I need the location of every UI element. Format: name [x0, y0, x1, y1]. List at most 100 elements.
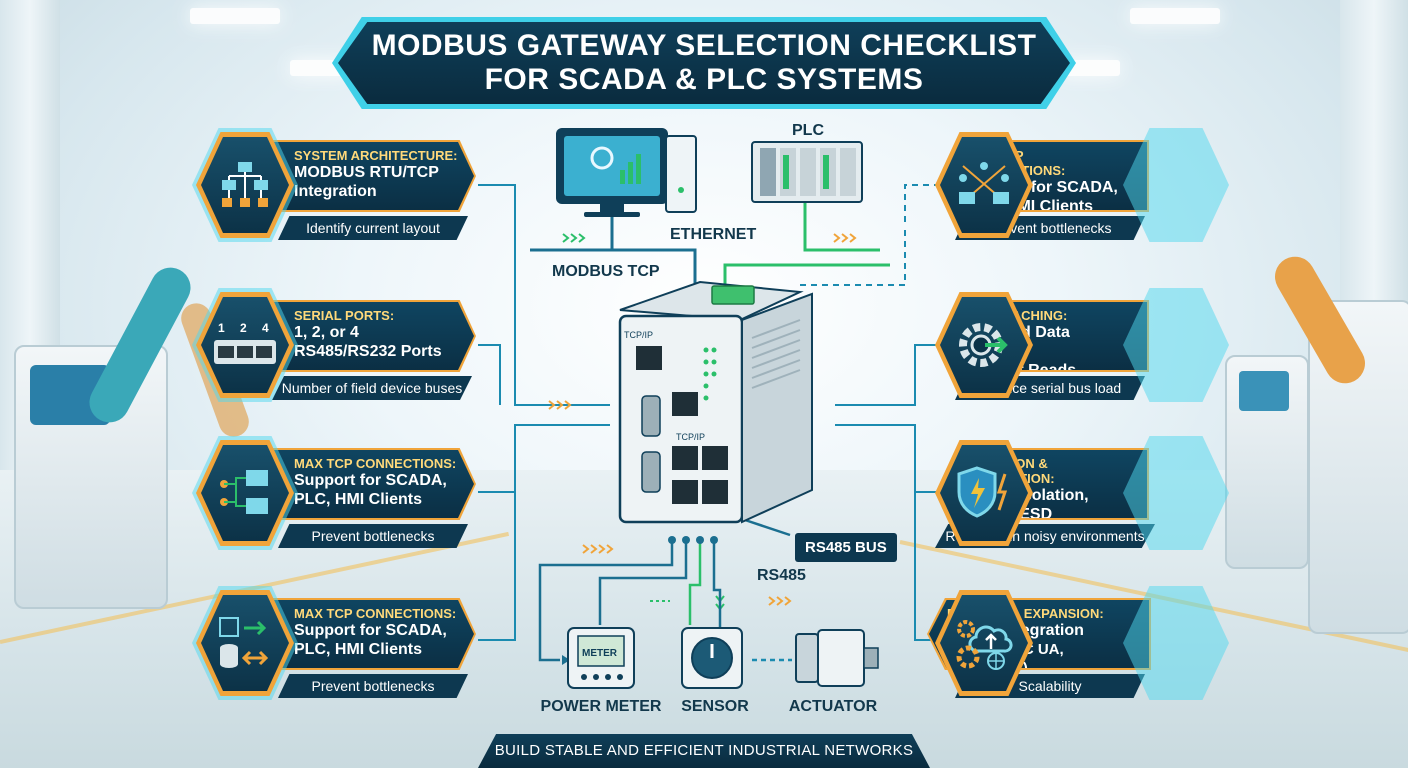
hex-inner [201, 137, 289, 233]
card-max-tcp-connections-left-2: MAX TCP CONNECTIONS: Support for SCADA, … [192, 586, 486, 702]
data-flow-icon [219, 617, 269, 668]
ethernet-line [723, 263, 890, 290]
bus-dot [710, 536, 718, 544]
meter-screen-text: METER [582, 648, 618, 659]
ethernet-line [612, 248, 697, 295]
plc-module [760, 148, 776, 196]
meter-screen [577, 635, 625, 667]
card-body-line-2: PLC, HMI Clients [294, 641, 423, 658]
arrow-head-icon [562, 655, 570, 665]
card-body-line-1: Support for SCADA, [294, 622, 447, 639]
actuator-body [817, 629, 865, 687]
machine-screen [1239, 371, 1289, 411]
bus-line [598, 540, 688, 625]
gateway-vents [751, 319, 801, 389]
icon-hexagon [196, 590, 294, 696]
bus-line [688, 540, 702, 625]
network-clients-icon [220, 470, 268, 514]
card-body-line-1: Support for SCADA, [294, 472, 447, 489]
rs485-bus-lines [538, 518, 792, 662]
actuator-icon [795, 629, 879, 687]
actuator-shaft [863, 647, 879, 669]
ethernet-port [672, 480, 698, 504]
bus-dot [682, 536, 690, 544]
connector-line [478, 184, 610, 406]
card-panel: MAX TCP CONNECTIONS: Support for SCADA, … [274, 450, 474, 518]
card-panel: SYSTEM ARCHITECTURE: MODBUS RTU/TCP Inte… [274, 142, 474, 210]
port-label: TCP/IP [676, 432, 705, 442]
title-banner: MODBUS GATEWAY SELECTION CHECKLIST FOR S… [338, 22, 1070, 104]
monitor-base [584, 212, 640, 217]
card-heading: MAX TCP CONNECTIONS: [294, 456, 457, 471]
ceiling-light [1130, 8, 1220, 24]
bus-line [712, 540, 722, 630]
hex-inner [201, 595, 289, 691]
bus-line [744, 518, 791, 537]
plc-led-strip [823, 155, 829, 189]
title-line-2: FOR SCADA & PLC SYSTEMS [484, 63, 924, 96]
connector-line [835, 344, 940, 406]
hex-inner [940, 137, 1028, 233]
arrow-icon [548, 400, 572, 410]
hex-inner: 1 2 4 [201, 297, 289, 393]
monitor-stand [600, 204, 624, 212]
machine-left [14, 345, 168, 609]
card-heading: SYSTEM ARCHITECTURE: [294, 148, 458, 163]
ceiling-light [190, 8, 280, 24]
hex-inner [940, 445, 1028, 541]
ethernet-port [702, 480, 728, 504]
connector-line [478, 344, 501, 405]
ethernet-label: ETHERNET [670, 226, 757, 243]
card-panel: MAX TCP CONNECTIONS: Support for SCADA, … [274, 600, 474, 668]
footer-banner: BUILD STABLE AND EFFICIENT INDUSTRIAL NE… [478, 734, 930, 768]
bar-icon [620, 170, 625, 184]
connector-line [478, 424, 610, 493]
hex-inner [940, 297, 1028, 393]
port-number: 2 [240, 321, 247, 335]
gauge-icon [590, 146, 614, 170]
card-max-tcp-connections-left-1: MAX TCP CONNECTIONS: Support for SCADA, … [192, 436, 486, 552]
db9-port [641, 395, 661, 437]
card-serial-ports: SERIAL PORTS: 1, 2, or 4 RS485/RS232 Por… [192, 288, 486, 404]
hex-inner [201, 445, 289, 541]
card-body-line-1: 1, 2, or 4 [294, 324, 359, 341]
card-protocol-expansion: PROTOCOL EXPANSION: Future Integration (… [927, 586, 1229, 702]
actuator-label: ACTUATOR [788, 698, 878, 715]
bus-dot [668, 536, 676, 544]
arrow-icon [562, 233, 586, 243]
sensor-icon [681, 627, 743, 689]
bus-dots [668, 536, 718, 544]
card-body-line-1: MODBUS RTU/TCP [294, 164, 439, 181]
flow-arrows [548, 233, 857, 611]
left-connectors [478, 184, 610, 641]
modbus-tcp-label: MODBUS TCP [552, 263, 660, 280]
connector-line [835, 424, 940, 493]
card-system-architecture: SYSTEM ARCHITECTURE: MODBUS RTU/TCP Inte… [192, 128, 486, 244]
plc-module [800, 148, 816, 196]
scada-computer-icon [556, 128, 697, 217]
card-max-tcp-connections-right: MAX TCP CONNECTIONS: Support for SCADA, … [935, 128, 1229, 244]
connector-line-dashed [800, 230, 906, 286]
ethernet-port [702, 446, 728, 470]
network-clients-icon [959, 162, 1009, 204]
plc-led-strip [783, 155, 789, 189]
machine-right [1225, 355, 1309, 569]
card-body-line-2: Integration [294, 183, 377, 200]
arrow-icon [582, 544, 614, 554]
port-number: 4 [262, 321, 269, 335]
modbus-gateway-device: TCP/IP TCP/IP [618, 280, 813, 524]
ethernet-line [803, 200, 880, 252]
title-line-1: MODBUS GATEWAY SELECTION CHECKLIST [371, 29, 1037, 62]
db9-port [641, 451, 661, 493]
ethernet-port [636, 346, 662, 370]
bus-dot [696, 536, 704, 544]
arrow-icon [833, 233, 857, 243]
port-label: TCP/IP [624, 330, 653, 340]
card-caption: Number of field device buses [272, 376, 472, 400]
cloud-gears-icon [956, 620, 1013, 670]
plc-module [840, 148, 856, 196]
shield-lightning-icon [957, 466, 1008, 518]
bus-line [538, 540, 674, 662]
serial-ports-icon: 1 2 4 [214, 321, 276, 364]
